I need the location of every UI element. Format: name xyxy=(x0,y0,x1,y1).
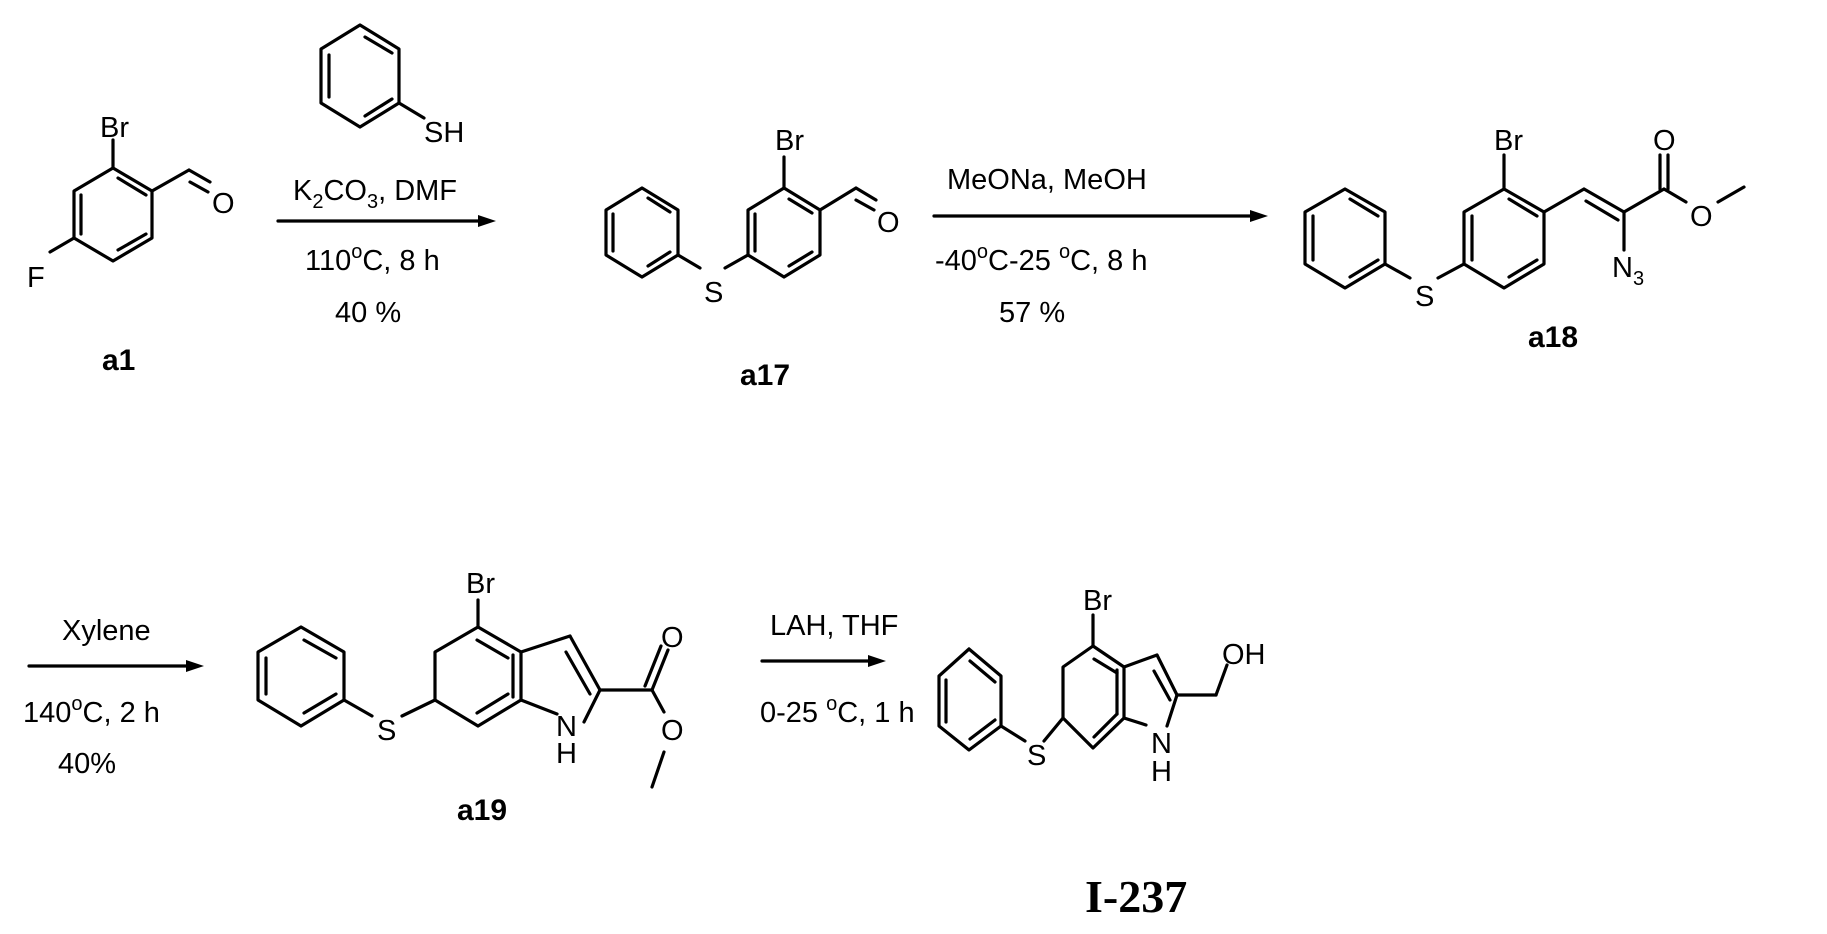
conditions: -40oC-25 oC, 8 h xyxy=(935,241,1147,277)
atom-n: N xyxy=(556,711,577,743)
yield: 40% xyxy=(58,748,116,780)
atom-o-ester: O xyxy=(1690,201,1713,233)
atom-br: Br xyxy=(1083,585,1112,617)
atom-o-ester: O xyxy=(661,715,684,747)
compound-a18: S Br O O N3 a18 xyxy=(1303,125,1746,354)
compound-a19: S Br N H O O a19 xyxy=(256,568,684,827)
atom-br: Br xyxy=(1494,125,1523,157)
atom-h: H xyxy=(1151,756,1172,788)
reaction-step-2: MeONa, MeOH -40oC-25 oC, 8 h 57 % xyxy=(932,164,1268,329)
atom-oh: OH xyxy=(1222,639,1266,671)
arrow-head-icon xyxy=(1250,210,1268,222)
atom-s: S xyxy=(704,277,723,309)
atom-br: Br xyxy=(100,112,129,144)
atom-s: S xyxy=(1027,740,1046,772)
reagent-above: LAH, THF xyxy=(770,610,898,642)
conditions: 0-25 oC, 1 h xyxy=(760,693,915,729)
atom-n3: N3 xyxy=(1612,252,1644,290)
atom-h: H xyxy=(556,738,577,770)
atom-o: O xyxy=(212,188,235,220)
reaction-step-3: Xylene 140oC, 2 h 40% xyxy=(23,615,204,780)
atom-f: F xyxy=(27,262,45,294)
reaction-step-1: SH K2CO3, DMF 110oC, 8 h 40 % xyxy=(276,23,496,329)
reaction-step-4: LAH, THF 0-25 oC, 1 h xyxy=(760,610,915,729)
arrow-head-icon xyxy=(478,215,496,227)
compound-label-a18: a18 xyxy=(1528,321,1578,354)
conditions: 110oC, 8 h xyxy=(305,241,440,277)
atom-s: S xyxy=(377,715,396,747)
reagent-above: MeONa, MeOH xyxy=(947,164,1147,196)
conditions: 140oC, 2 h xyxy=(23,693,160,729)
atom-s: S xyxy=(1415,281,1434,313)
compound-a17: S Br O a17 xyxy=(604,125,900,392)
atom-br: Br xyxy=(466,568,495,600)
compound-label-a17: a17 xyxy=(740,359,790,392)
yield: 40 % xyxy=(335,297,401,329)
compound-label-a1: a1 xyxy=(102,344,135,377)
compound-label-a19: a19 xyxy=(457,794,507,827)
atom-sh: SH xyxy=(424,117,464,149)
arrow-head-icon xyxy=(868,655,886,667)
compound-i-237: S Br N H OH I-237 xyxy=(937,585,1266,922)
atom-o-carbonyl: O xyxy=(661,622,684,654)
reagent-above: Xylene xyxy=(62,615,151,647)
compound-label-i-237: I-237 xyxy=(1085,871,1187,922)
arrow-head-icon xyxy=(186,660,204,672)
benzene-ring xyxy=(319,23,401,129)
compound-a1: Br F O a1 xyxy=(27,112,235,377)
reagent-above: K2CO3, DMF xyxy=(293,175,457,213)
atom-o: O xyxy=(877,207,900,239)
atom-o-carbonyl: O xyxy=(1653,125,1676,157)
yield: 57 % xyxy=(999,297,1065,329)
atom-br: Br xyxy=(775,125,804,157)
atom-n: N xyxy=(1151,728,1172,760)
